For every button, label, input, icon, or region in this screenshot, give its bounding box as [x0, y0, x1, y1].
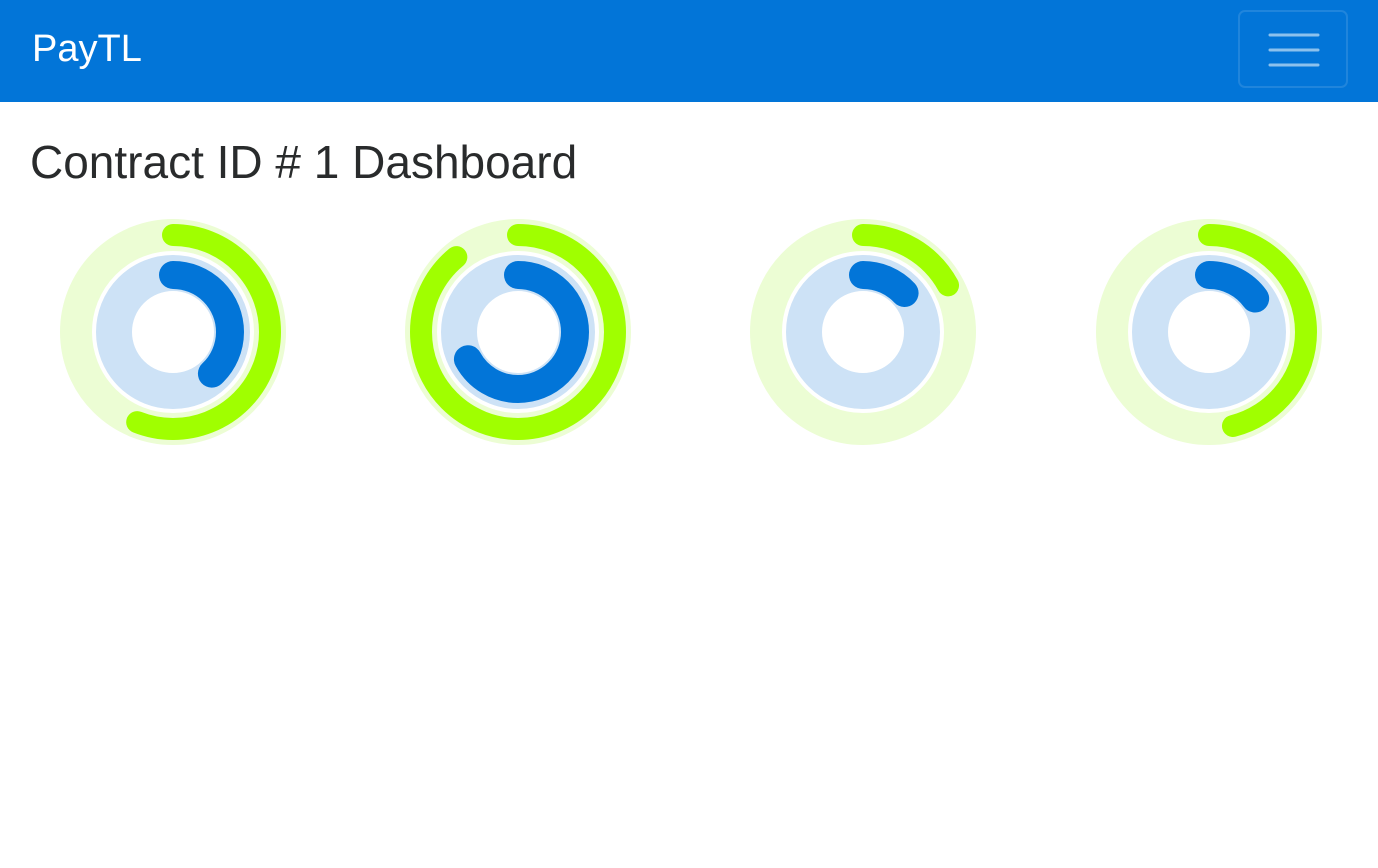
ring-chart-4	[1093, 216, 1325, 448]
navbar: PayTL	[0, 0, 1378, 102]
inner-ring-progress	[792, 261, 934, 403]
hamburger-menu-icon	[1268, 33, 1320, 67]
inner-ring-progress	[447, 261, 589, 403]
ring-chart-svg	[405, 219, 631, 445]
ring-chart-2	[402, 216, 634, 448]
ring-chart-svg	[750, 219, 976, 445]
outer-ring-progress	[410, 224, 626, 440]
ring-chart-1	[57, 216, 289, 448]
inner-ring-progress	[1138, 261, 1280, 403]
progress-rings	[0, 216, 1378, 448]
page-title: Contract ID # 1 Dashboard	[30, 136, 578, 188]
ring-chart-svg	[1096, 219, 1322, 445]
outer-ring-progress	[65, 224, 281, 440]
outer-ring-progress	[1101, 224, 1317, 440]
outer-ring-progress	[755, 224, 971, 440]
brand-link[interactable]: PayTL	[32, 28, 142, 70]
ring-chart-svg	[60, 219, 286, 445]
navbar-toggle-button[interactable]	[1238, 10, 1348, 88]
inner-ring-progress	[102, 261, 244, 403]
ring-chart-3	[747, 216, 979, 448]
